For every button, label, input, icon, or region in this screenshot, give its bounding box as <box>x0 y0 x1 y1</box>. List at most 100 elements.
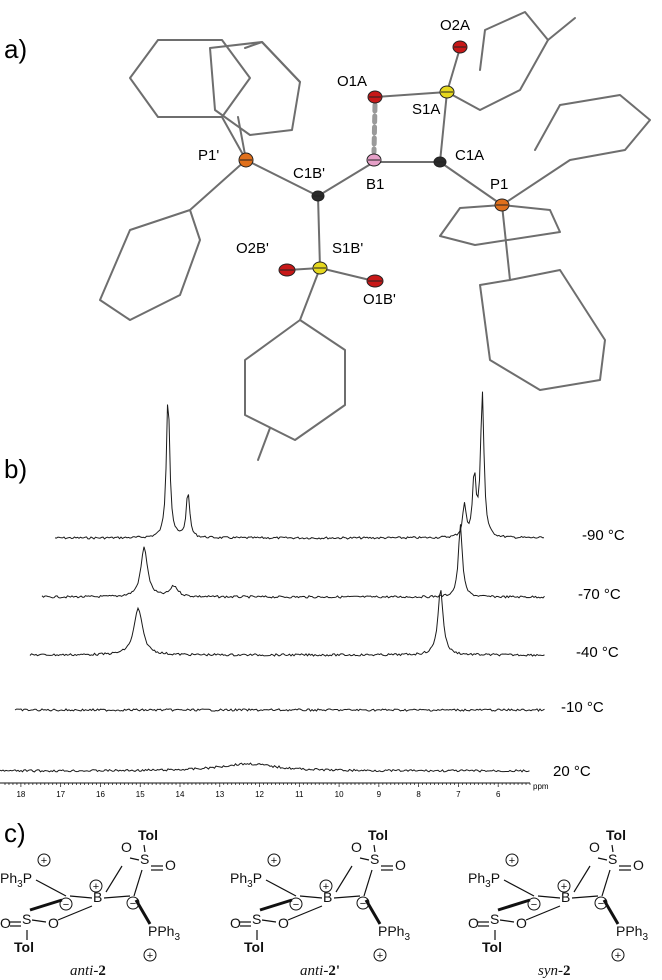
scheme-charge-plus-circle <box>505 853 519 867</box>
nmr-temp-label-4: 20 °C <box>553 763 591 780</box>
nmr-trace-0 <box>54 391 544 540</box>
scheme-bond <box>133 869 143 897</box>
scheme-charge-plus-b-circle <box>557 879 571 893</box>
atom-labels: O2A O1A S1A P1' C1B' B1 C1A P1 O2B' S1B'… <box>198 17 508 308</box>
nmr-temp-label-1: -70 °C <box>578 586 621 603</box>
scheme-charge-minus-circle <box>59 897 73 911</box>
atom-label-C1Bprime: C1B' <box>293 165 325 182</box>
scheme-tol-bottom: Tol <box>244 939 264 955</box>
nmr-tick-label: 18 <box>16 790 25 799</box>
scheme-charge-plus-p: + <box>615 950 621 962</box>
scheme-caption: syn-2 <box>538 963 571 979</box>
scheme-bond <box>571 895 599 899</box>
scheme-bond <box>143 844 146 853</box>
scheme-bond <box>335 865 353 893</box>
scheme-oxygen: O <box>121 839 132 855</box>
scheme-oxygen-left: O <box>0 915 11 931</box>
scheme-bond <box>363 869 373 897</box>
scheme-charge-minus-2: − <box>360 898 366 910</box>
scheme-caption: anti-2' <box>300 963 340 979</box>
scheme-sulfur-left: S <box>252 911 261 927</box>
scheme-bond <box>602 899 620 925</box>
scheme-oxygen-left: O <box>230 915 241 931</box>
scheme-bond <box>537 895 561 899</box>
scheme-tol-top: Tol <box>368 827 388 843</box>
scheme-bond <box>333 895 361 899</box>
scheme-charge-plus-p-circle <box>611 948 625 962</box>
nmr-tick-label: 11 <box>295 790 304 799</box>
scheme-oxygen-left-2: O <box>48 915 59 931</box>
scheme-sulfur: S <box>140 851 149 867</box>
scheme-oxygen: O <box>589 839 600 855</box>
scheme-oxygen-left: O <box>468 915 479 931</box>
scheme-boron: B <box>561 889 570 905</box>
scheme-bond <box>299 895 323 899</box>
nmr-tick-label: 10 <box>335 790 344 799</box>
scheme-charge-plus-p: + <box>377 950 383 962</box>
atom-label-C1A: C1A <box>455 147 484 164</box>
scheme-charge-plus-circle <box>37 853 51 867</box>
nmr-temp-label-2: -40 °C <box>576 644 619 661</box>
scheme-bond <box>287 905 323 921</box>
scheme-bond <box>29 898 63 912</box>
scheme-sulfur-left: S <box>22 911 31 927</box>
scheme-charge-minus-2: − <box>130 898 136 910</box>
scheme-bond <box>364 899 382 925</box>
scheme-tol-top: Tol <box>138 827 158 843</box>
scheme-charge-plus-circle <box>267 853 281 867</box>
scheme-oxygen-left-2: O <box>516 915 527 931</box>
atom-label-S1Bprime: S1B' <box>332 240 363 257</box>
scheme-bond <box>259 898 293 912</box>
scheme-boron: B <box>323 889 332 905</box>
scheme-bond <box>497 898 531 912</box>
scheme-bond <box>105 865 123 893</box>
scheme-bond <box>103 895 131 899</box>
scheme-charge-minus: − <box>63 899 69 911</box>
scheme-oxygen-left-2: O <box>278 915 289 931</box>
scheme-ph3p: Ph3P <box>230 870 262 890</box>
scheme-bond <box>35 879 67 897</box>
scheme-bond <box>359 857 370 861</box>
scheme-charge-minus: − <box>293 899 299 911</box>
nmr-trace-3 <box>14 708 545 712</box>
scheme-charge-plus: + <box>509 855 515 867</box>
scheme-charge-minus-circle <box>527 897 541 911</box>
scheme-bond <box>69 895 93 899</box>
scheme-charge-plus-b: + <box>93 881 99 893</box>
scheme-ph3p: Ph3P <box>0 870 32 890</box>
atom-label-O2A: O2A <box>440 17 470 34</box>
scheme-bond <box>261 919 277 923</box>
panel-c-label: c) <box>4 818 26 848</box>
scheme-pph3: PPh3 <box>378 923 410 943</box>
nmr-tick-label: 13 <box>215 790 224 799</box>
atom-label-O1A: O1A <box>337 73 367 90</box>
scheme-charge-minus-circle <box>289 897 303 911</box>
scheme-boron: B <box>93 889 102 905</box>
scheme-bond <box>31 919 47 923</box>
nmr-temp-label-3: -10 °C <box>561 699 604 716</box>
scheme-bond <box>499 919 515 923</box>
bond-outlines <box>99 11 651 461</box>
scheme-pph3: PPh3 <box>616 923 648 943</box>
atom-label-S1A: S1A <box>412 101 440 118</box>
scheme-charge-minus-2: − <box>598 898 604 910</box>
scheme-charge-plus-p-circle <box>373 948 387 962</box>
scheme-charge-plus: + <box>271 855 277 867</box>
scheme-ph3p: Ph3P <box>468 870 500 890</box>
scheme-oxygen: O <box>395 857 406 873</box>
crystal-structure <box>99 11 651 461</box>
scheme-tol-top: Tol <box>606 827 626 843</box>
scheme-oxygen: O <box>633 857 644 873</box>
scheme-tol-bottom: Tol <box>482 939 502 955</box>
nmr-trace-2 <box>29 590 545 657</box>
scheme-charge-plus-p-circle <box>143 948 157 962</box>
nmr-tick-label: 14 <box>176 790 185 799</box>
nmr-trace-4 <box>0 762 530 773</box>
scheme-sulfur-left: S <box>490 911 499 927</box>
nmr-tick-label: 7 <box>456 790 461 799</box>
